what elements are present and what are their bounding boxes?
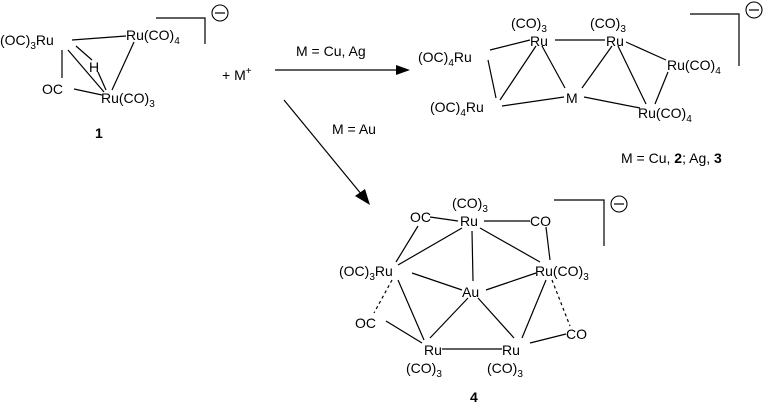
reagent-label: + M+ bbox=[222, 66, 252, 83]
arrowhead bbox=[355, 189, 370, 205]
bond bbox=[479, 227, 541, 263]
bond bbox=[617, 45, 647, 105]
charge-bracket bbox=[554, 199, 605, 246]
co3-top-label: (CO)3 bbox=[452, 195, 488, 215]
dashed-bond bbox=[551, 279, 571, 327]
charge-circle bbox=[211, 4, 229, 22]
bond bbox=[487, 59, 497, 99]
bond bbox=[541, 45, 566, 89]
ru-top-right-label: Ru bbox=[606, 33, 624, 49]
bond bbox=[654, 71, 669, 105]
bond bbox=[583, 96, 641, 109]
bond bbox=[471, 230, 474, 282]
ru-bottom-left-label: Ru bbox=[424, 342, 442, 358]
ru-top-left-label: Ru bbox=[530, 33, 548, 49]
co3-bottom-left-label: (CO)3 bbox=[406, 360, 442, 380]
bond bbox=[499, 45, 537, 101]
ru-co4-lower-right-label: Ru(CO)4 bbox=[638, 105, 692, 125]
bond bbox=[529, 333, 567, 344]
compound-1: (OC)3Ru Ru(CO)4 H OC Ru(CO)3 1 bbox=[0, 4, 229, 141]
co-top-right-label: CO bbox=[530, 213, 551, 229]
bond bbox=[397, 227, 463, 266]
charge-bracket bbox=[156, 17, 206, 44]
bond bbox=[581, 45, 613, 89]
hydride-label: H bbox=[89, 59, 99, 75]
bond bbox=[625, 41, 667, 61]
bond bbox=[67, 49, 105, 93]
condition-cu-ag: M = Cu, Ag bbox=[296, 43, 366, 59]
ru-a-label: (OC)3Ru bbox=[0, 32, 54, 52]
charge-circle bbox=[745, 1, 763, 19]
bond bbox=[489, 39, 531, 51]
bond bbox=[477, 297, 515, 339]
bond bbox=[485, 272, 537, 291]
ru-left-label: (OC)3Ru bbox=[339, 263, 393, 283]
co3-bottom-right-label: (CO)3 bbox=[487, 360, 523, 380]
bond bbox=[429, 216, 459, 222]
co3-left-label: (CO)3 bbox=[511, 15, 547, 35]
ru-right-label: Ru(CO)3 bbox=[535, 263, 589, 283]
oc-top-left-label: OC bbox=[410, 209, 431, 225]
au-center-label: Au bbox=[462, 284, 479, 300]
bond bbox=[71, 35, 127, 41]
bond bbox=[521, 279, 547, 339]
bond bbox=[73, 88, 103, 96]
bond bbox=[397, 279, 425, 341]
bond bbox=[395, 225, 419, 263]
ru-co4-upper-left-label: (OC)4Ru bbox=[418, 49, 472, 69]
bond bbox=[411, 272, 463, 291]
charge-circle bbox=[610, 195, 628, 213]
bond bbox=[545, 226, 551, 261]
bond bbox=[501, 96, 565, 107]
bond bbox=[75, 45, 93, 61]
co3-right-label: (CO)3 bbox=[590, 15, 626, 35]
oc-bottom-left-label: OC bbox=[355, 315, 376, 331]
bond bbox=[111, 41, 135, 91]
center-metal-label: M bbox=[566, 90, 578, 106]
ru-co4-lower-left-label: (OC)4Ru bbox=[430, 99, 484, 119]
compound-4: (CO)3 Ru OC CO (OC)3Ru Ru(CO)3 Au OC CO … bbox=[339, 195, 628, 405]
compound-4-label: 4 bbox=[470, 389, 478, 405]
condition-au: M = Au bbox=[332, 121, 376, 137]
charge-bracket bbox=[690, 13, 740, 66]
co-bottom-right-label: CO bbox=[566, 326, 587, 342]
ru-bottom-right-label: Ru bbox=[502, 342, 520, 358]
compound-2-3: (CO)3 (CO)3 Ru Ru (OC)4Ru (OC)4Ru M Ru(C… bbox=[418, 1, 763, 166]
bond bbox=[97, 71, 107, 91]
compound-2-3-caption: M = Cu, 2; Ag, 3 bbox=[621, 150, 722, 166]
arrow-to-4: M = Au bbox=[283, 99, 376, 205]
bond bbox=[429, 297, 469, 339]
ru-co4-upper-right-label: Ru(CO)4 bbox=[667, 57, 721, 77]
arrowhead bbox=[396, 65, 410, 75]
arrow-to-2-3: M = Cu, Ag bbox=[275, 43, 410, 75]
dashed-bond bbox=[373, 279, 393, 314]
compound-1-label: 1 bbox=[95, 125, 103, 141]
carbonyl-label: OC bbox=[42, 81, 63, 97]
ru-top-label: Ru bbox=[460, 213, 478, 229]
ru-b-label: Ru(CO)4 bbox=[126, 27, 180, 47]
ru-c-label: Ru(CO)3 bbox=[101, 90, 155, 110]
arrow-shaft bbox=[283, 99, 363, 196]
bond bbox=[385, 320, 423, 344]
